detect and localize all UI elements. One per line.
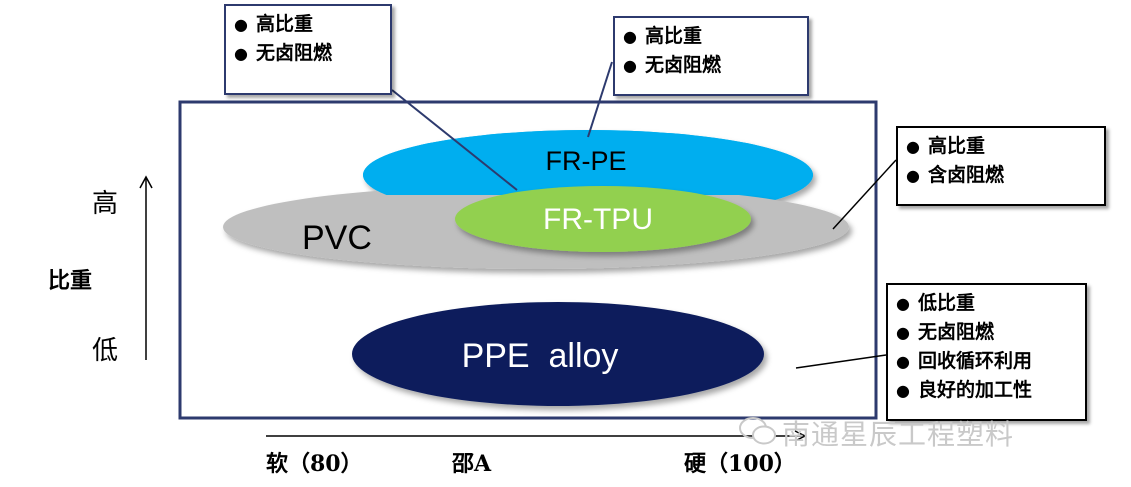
label-pvc: PVC [302,219,372,257]
callout-item: 高比重 [906,132,1096,161]
callout-item: 无卤阻燃 [623,51,799,80]
callout-item: 无卤阻燃 [896,318,1077,347]
leader-line-tpu [391,89,518,191]
label-fr-pe: FR-PE [546,146,627,176]
ellipse-ppe [352,302,764,406]
ellipse-fr-tpu [455,186,751,252]
ellipse-fr-pe-overlay [363,130,813,195]
y-axis-high-label: 高 [92,189,119,219]
callout-fr-pe: 高比重 无卤阻燃 [613,16,809,96]
callout-fr-tpu: 高比重 无卤阻燃 [224,4,392,95]
callout-ppe-alloy: 低比重 无卤阻燃 回收循环利用 良好的加工性 [886,283,1087,421]
label-ppe-alloy: PPE alloy [462,337,619,375]
leader-line-pvc [832,159,897,230]
y-axis-low-label: 低 [92,336,119,366]
x-axis-arrowhead [794,430,807,442]
wechat-icon [739,417,776,445]
callout-item: 高比重 [623,22,799,51]
callout-item: 低比重 [896,289,1077,318]
callout-item: 含卤阻燃 [906,161,1096,190]
x-axis-title: 邵A [452,451,492,477]
x-axis-soft-label: 软（80） [266,451,363,477]
y-axis-title: 比重 [48,268,93,294]
watermark-text: 南通星辰工程塑料 [782,418,1015,451]
callout-item: 回收循环利用 [896,347,1077,376]
leader-line-pe [587,61,613,138]
y-axis-arrowhead [139,175,153,189]
callout-item: 良好的加工性 [896,376,1077,405]
callout-item: 无卤阻燃 [234,39,382,68]
callout-item: 高比重 [234,10,382,39]
label-fr-tpu: FR-TPU [543,203,653,236]
leader-line-ppe [795,354,887,369]
callout-pvc: 高比重 含卤阻燃 [896,126,1106,206]
x-axis-hard-label: 硬（100） [684,451,796,477]
